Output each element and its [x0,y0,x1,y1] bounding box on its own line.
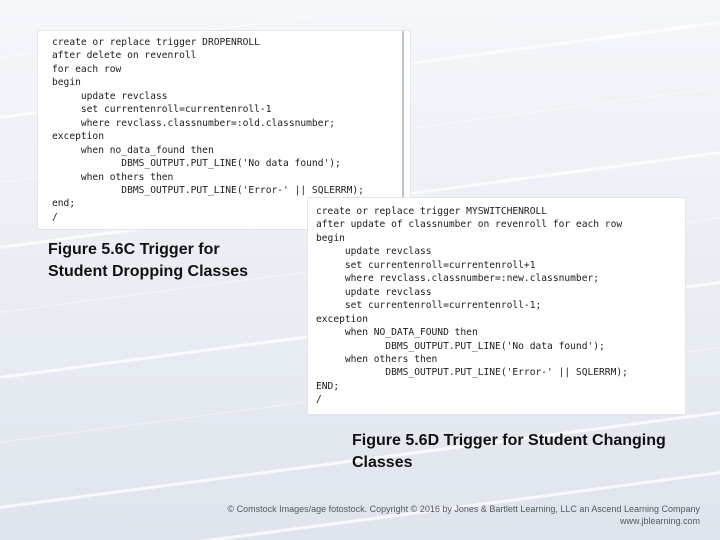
code-figure-5-6d: create or replace trigger MYSWITCHENROLL… [308,198,685,414]
copyright-notice: © Comstock Images/age fotostock. Copyrig… [227,503,700,527]
code-divider [402,31,404,229]
publisher-website: www.jblearning.com [619,516,700,526]
code-figure-5-6c: create or replace trigger DROPENROLL aft… [38,31,410,229]
figure-5-6d-caption: Figure 5.6D Trigger for Student Changing… [352,432,666,471]
trigger-code-myswitchenroll: create or replace trigger MYSWITCHENROLL… [316,206,628,406]
figure-5-6c-caption: Figure 5.6C Trigger for Student Dropping… [48,241,249,280]
trigger-code-dropenroll: create or replace trigger DROPENROLL aft… [52,37,364,223]
copyright-text: © Comstock Images/age fotostock. Copyrig… [227,504,700,514]
